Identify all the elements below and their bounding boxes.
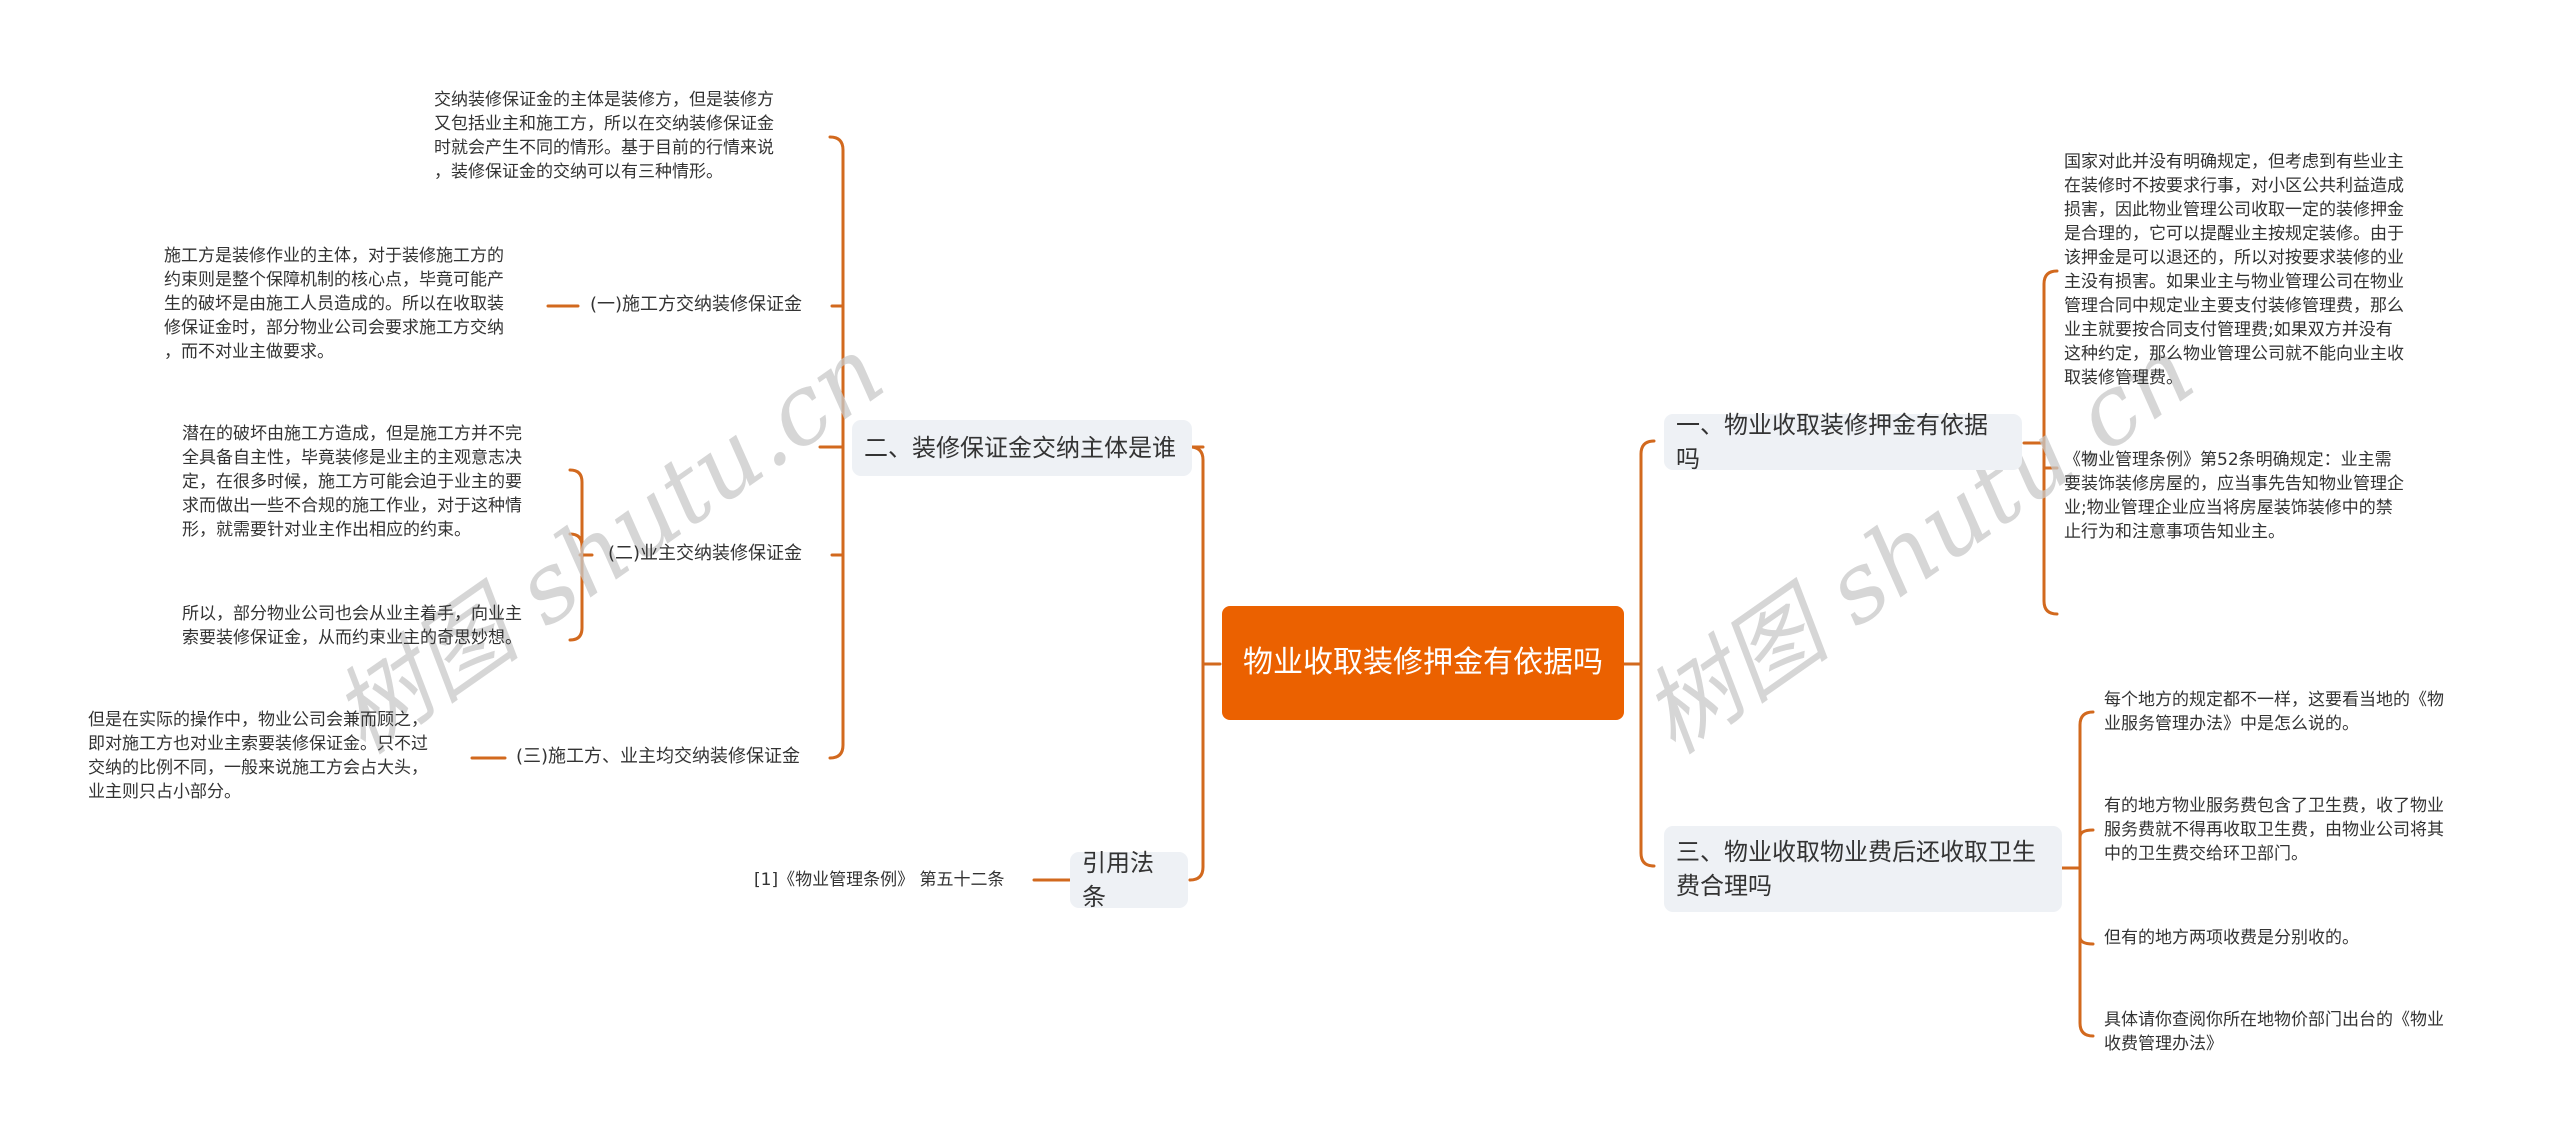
branch-3-leaf-1: 每个地方的规定都不一样，这要看当地的《物 业服务管理办法》中是怎么说的。 [2104,690,2444,734]
branch-1-leaf-1: 国家对此并没有明确规定，但考虑到有些业主 在装修时不按要求行事，对小区公共利益造… [2064,152,2404,388]
citation-leaf: [1]《物业管理条例》 第五十二条 [754,870,1005,890]
branch-3-leaf-3: 但有的地方两项收费是分别收的。 [2104,928,2359,948]
branch-3-leaf-2: 有的地方物业服务费包含了卫生费，收了物业 服务费就不得再收取卫生费，由物业公司将… [2104,796,2444,864]
branch-node-1[interactable]: 一、物业收取装修押金有依据吗 [1664,411,2022,473]
sub-2-leaf-1: 潜在的破坏由施工方造成，但是施工方并不完 全具备自主性，毕竟装修是业主的主观意志… [182,424,522,540]
branch-1-label: 一、物业收取装修押金有依据吗 [1676,411,1988,473]
sub-1-leaf: 施工方是装修作业的主体，对于装修施工方的 约束则是整个保障机制的核心点，毕竟可能… [164,246,504,362]
branch-1-leaf-3-empty [2064,604,2464,624]
sub-3-leaf: 但是在实际的操作中，物业公司会兼而顾之， 即对施工方也对业主索要装修保证金。只不… [88,710,428,802]
sub-node-1-contractor[interactable]: (一)施工方交纳装修保证金 [590,294,803,315]
branch-node-2[interactable]: 二、装修保证金交纳主体是谁 [852,420,1192,476]
branch-3-leaf-4: 具体请你查阅你所在地物价部门出台的《物业 收费管理办法》 [2104,1010,2444,1054]
branch-2-label: 二、装修保证金交纳主体是谁 [864,434,1176,462]
branch-1-leaf-2: 《物业管理条例》第52条明确规定：业主需 要装饰装修房屋的，应当事先告知物业管理… [2064,450,2404,542]
branch-node-3[interactable]: 三、物业收取物业费后还收取卫生费合理吗 [1664,826,2062,912]
branch-3-label: 三、物业收取物业费后还收取卫生费合理吗 [1676,838,2036,900]
sub-node-3-both[interactable]: (三)施工方、业主均交纳装修保证金 [516,746,801,767]
root-label: 物业收取装修押金有依据吗 [1243,645,1603,680]
branch-2-intro-leaf: 交纳装修保证金的主体是装修方，但是装修方 又包括业主和施工方，所以在交纳装修保证… [434,90,774,182]
citation-label: 引用法条 [1082,849,1154,911]
root-node[interactable]: 物业收取装修押金有依据吗 [1222,606,1624,720]
citation-node[interactable]: 引用法条 [1070,849,1188,911]
sub-2-leaf-2: 所以，部分物业公司也会从业主着手，向业主 索要装修保证金，从而约束业主的奇思妙想… [182,604,522,648]
sub-node-2-owner[interactable]: (二)业主交纳装修保证金 [608,543,803,564]
